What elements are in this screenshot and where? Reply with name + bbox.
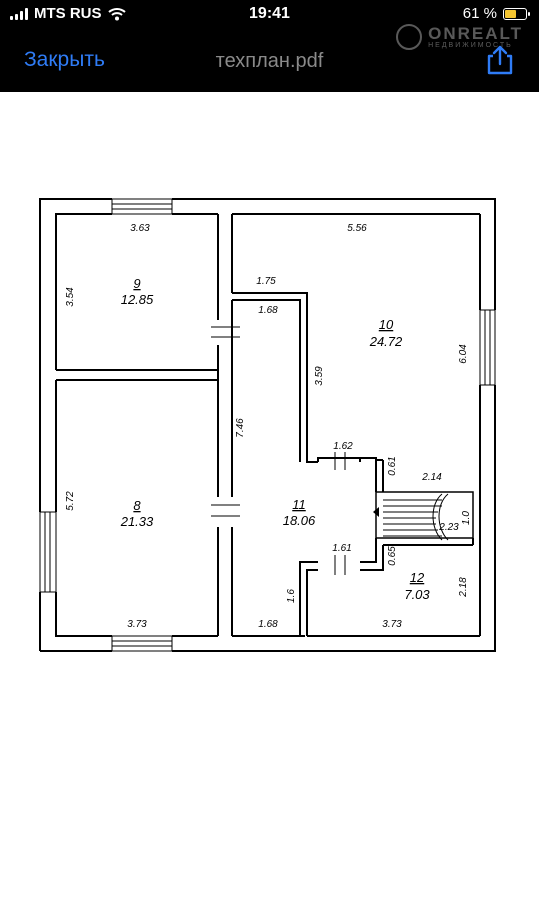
status-left: MTS RUS [10,5,126,22]
dimension-label: 7.46 [235,418,246,438]
dimension-label: 0.65 [387,546,398,566]
share-icon[interactable] [485,44,515,76]
window [39,511,57,593]
room-number: 11 [292,497,306,512]
signal-icon [10,7,28,20]
dimension-label: 1.62 [333,441,353,452]
room-labels: 9 12.85 10 24.72 8 21.33 11 18.06 12 7.0… [120,276,431,602]
dimension-label: 5.56 [347,223,367,234]
interior-wall [232,299,301,462]
outer-wall [172,198,496,310]
window [111,635,173,652]
nav-bar: Закрыть техплан.pdf [0,40,539,84]
interior-wall [360,545,384,571]
dimension-label: 3.54 [65,287,76,307]
dimension-label: 3.73 [127,619,147,630]
dimension-label: 2.18 [458,577,469,598]
status-right: 61 % [462,5,530,22]
battery-percent: 61 % [462,5,497,22]
dimension-labels: 3.63 5.56 3.54 1.75 1.68 6.04 3.59 7.46 … [65,223,472,630]
battery-icon [503,7,530,20]
close-button[interactable]: Закрыть [24,48,105,71]
dimension-label: 1.0 [461,511,472,525]
window [111,198,173,215]
dimension-label: 2.14 [421,472,442,483]
room-number: 9 [133,276,140,291]
dimension-label: 1.68 [258,305,278,316]
room-number: 8 [133,498,141,513]
dimension-label: 3.63 [130,223,150,234]
clock: 19:41 [249,5,290,22]
interior-wall [317,457,360,462]
outer-wall [55,213,112,370]
outer-wall [39,198,112,512]
outer-wall [55,592,112,637]
room-area: 12.85 [121,292,154,307]
room-number: 12 [410,570,425,585]
dimension-label: 3.73 [382,619,402,630]
watermark: ONREALT НЕДВИЖИМОСТЬ [396,24,523,50]
interior-wall [232,292,318,463]
room-area: 7.03 [404,587,430,602]
carrier-label: MTS RUS [34,5,102,22]
dimension-label: 1.75 [256,276,276,287]
interior-wall [299,561,318,636]
interior-wall [360,457,377,492]
watermark-subtitle: НЕДВИЖИМОСТЬ [428,41,513,49]
document-viewer[interactable]: 9 12.85 10 24.72 8 21.33 11 18.06 12 7.0… [0,92,539,910]
outer-wall [172,592,496,652]
watermark-logo-icon [396,24,423,50]
document-title: техплан.pdf [215,50,324,72]
room-number: 10 [379,317,394,332]
room-area: 24.72 [369,334,403,349]
room-area: 21.33 [120,514,154,529]
stair-arrow-icon [373,507,379,517]
watermark-name: ONREALT [428,23,523,43]
interior-wall [360,538,377,563]
dimension-label: 3.59 [314,366,325,386]
dimension-label: 5.72 [65,491,76,511]
status-bar: MTS RUS 19:41 61 % [0,0,539,30]
dimension-label: 1.68 [258,619,278,630]
wifi-icon [107,7,126,20]
room-area: 18.06 [283,513,316,528]
dimension-label: 1.61 [332,543,351,554]
dimension-label: 1.6 [286,589,297,603]
interior-wall [306,569,318,636]
stair-box [375,491,474,539]
top-bar: MTS RUS 19:41 61 % ONREALT НЕДВИЖИМОСТЬ … [0,0,539,92]
dimension-label: 0.61 [387,456,398,475]
window [479,309,496,386]
dimension-label: 2.23 [438,522,459,533]
dimension-label: 6.04 [458,344,469,364]
floor-plan: 9 12.85 10 24.72 8 21.33 11 18.06 12 7.0… [39,198,496,652]
